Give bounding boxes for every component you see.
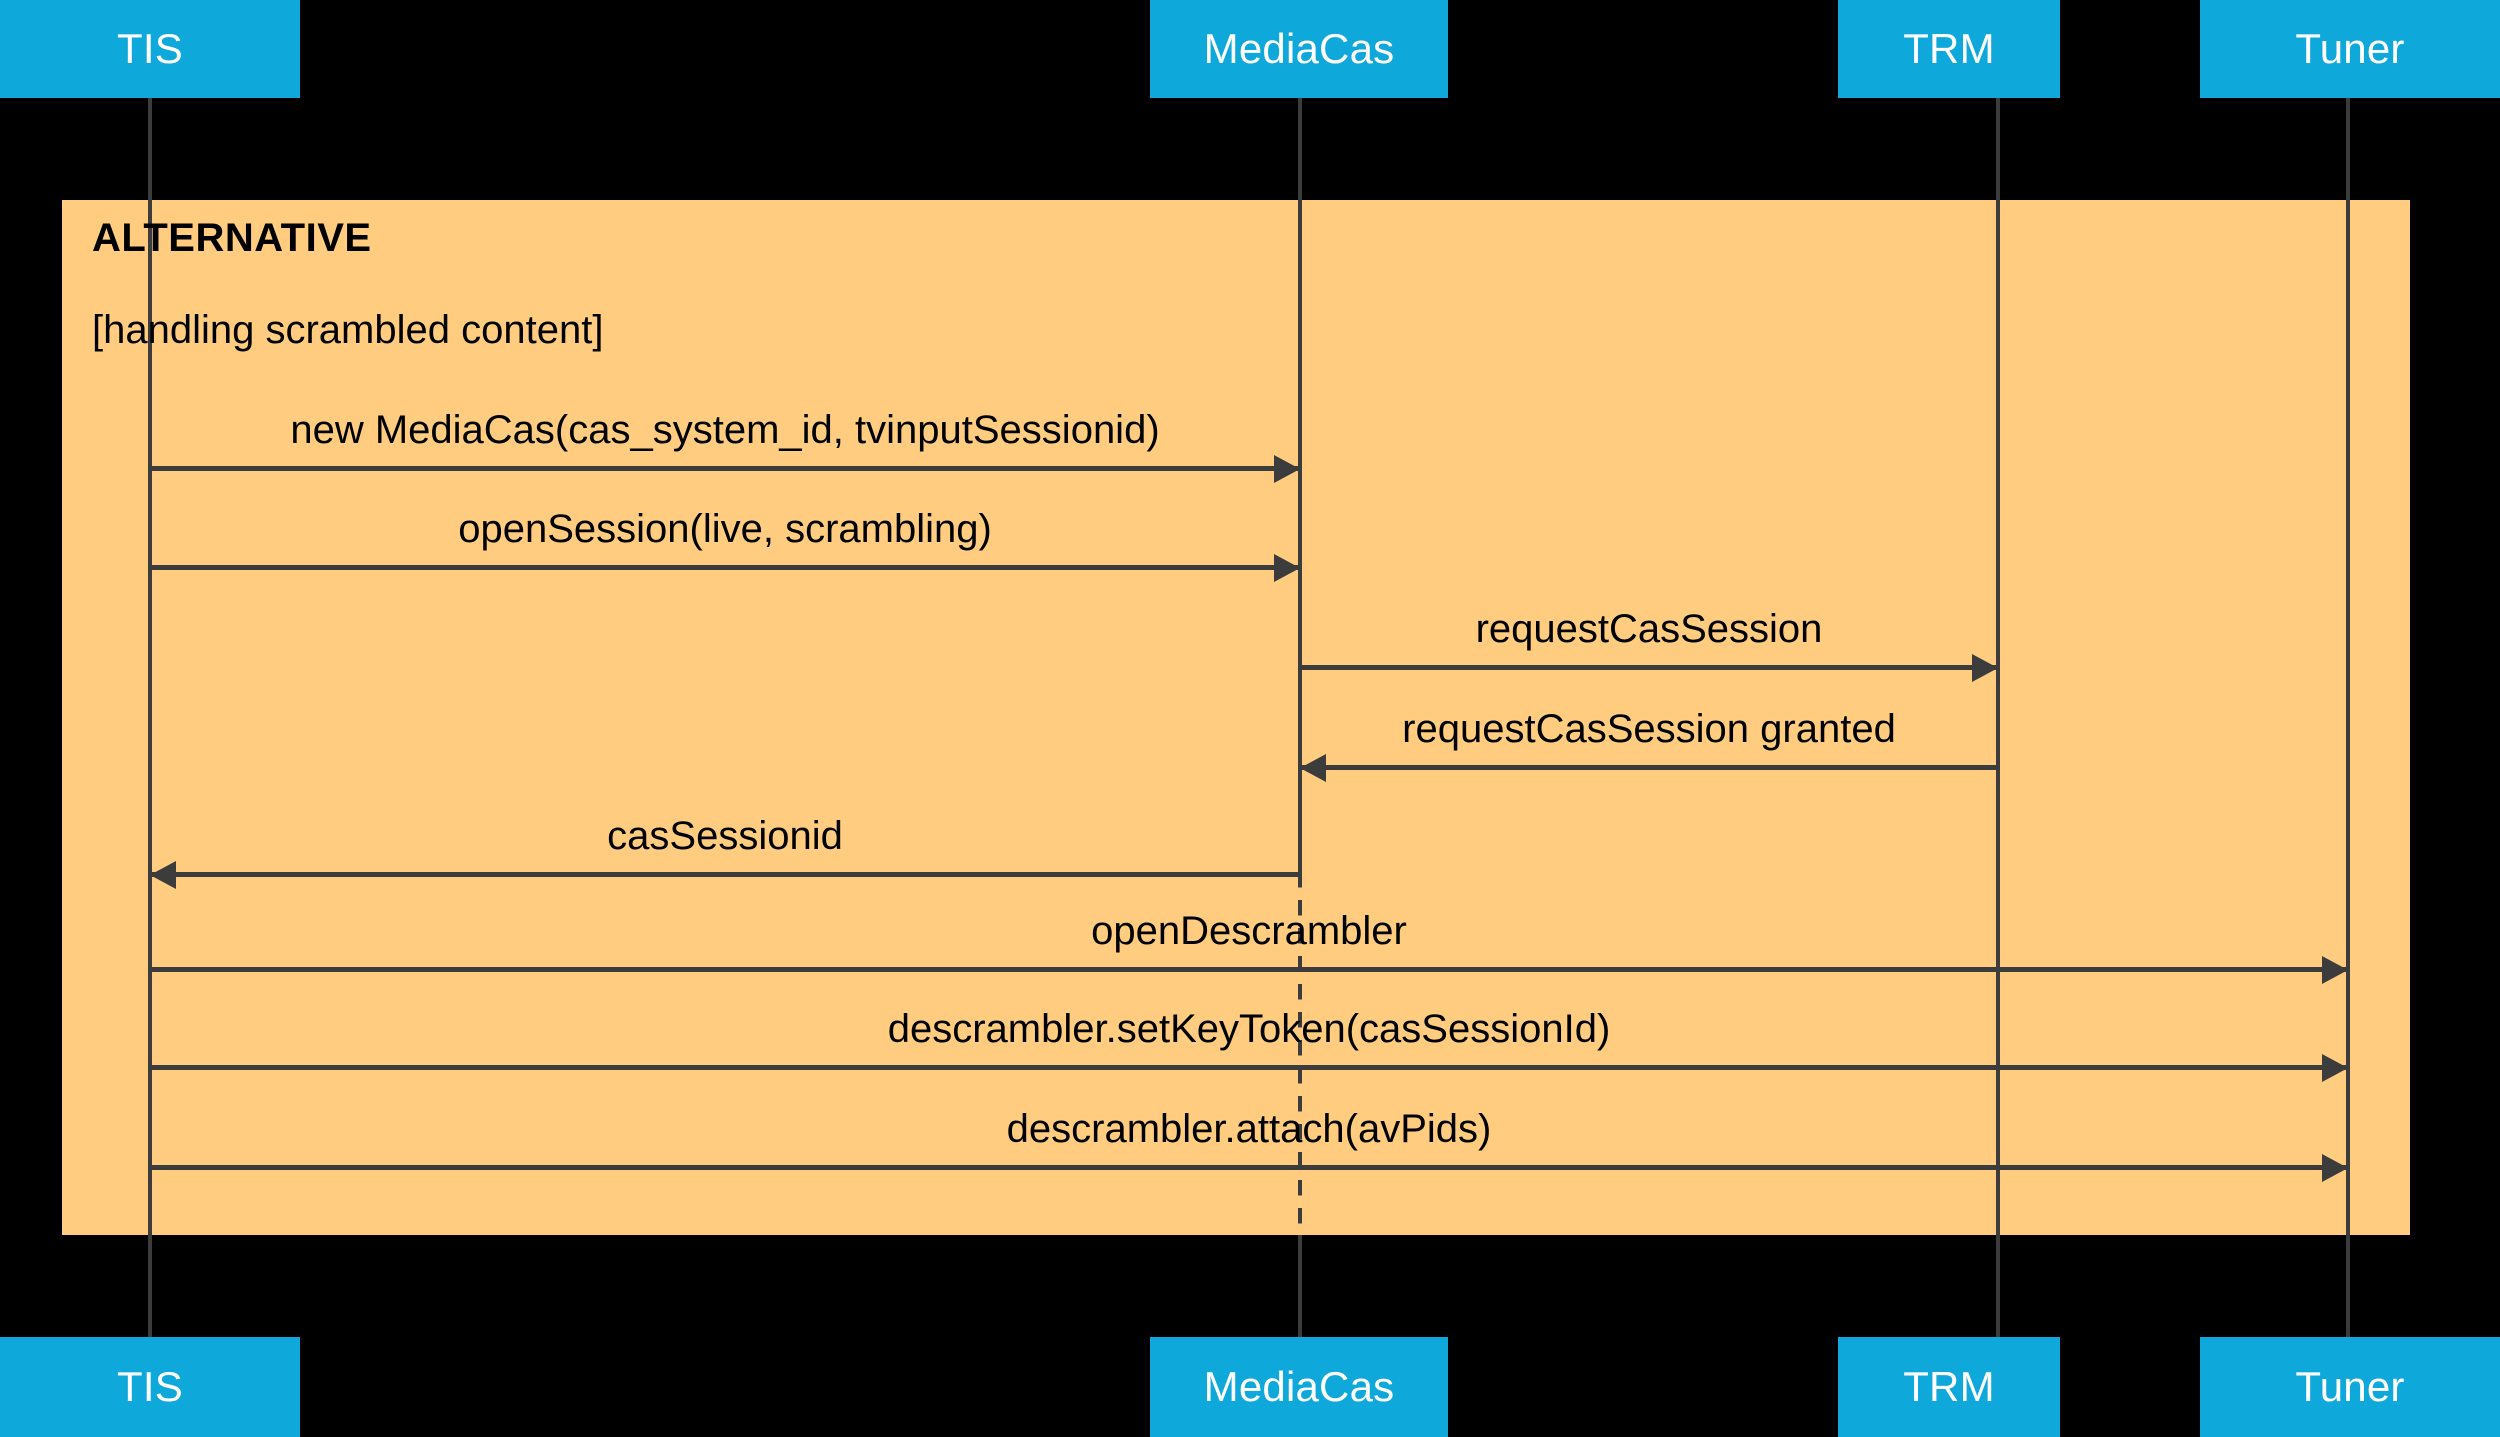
message-label-3: requestCasSession granted [1402, 707, 1896, 751]
message-label-6: descrambler.setKeyToken(casSessionId) [887, 1007, 1611, 1051]
participant-head-tis[interactable]: TIS [0, 0, 300, 98]
message-line-7 [150, 1165, 2348, 1170]
lifeline-mediacas-inside-dashed [1298, 872, 1302, 1235]
fragment-operator-label: ALTERNATIVE [92, 216, 372, 260]
fragment-guard-label: [handling scrambled content] [92, 308, 604, 352]
message-label-5: openDescrambler [1091, 909, 1407, 953]
message-label-7: descrambler.attach(avPids) [1006, 1107, 1492, 1151]
message-arrowhead-6 [2322, 1054, 2348, 1082]
lifeline-trm-inside [1996, 200, 2000, 1235]
combined-fragment-alt [62, 200, 2410, 1235]
lifeline-tis-below [148, 1235, 152, 1337]
message-line-1 [150, 565, 1300, 570]
lifeline-tuner-above [2346, 98, 2350, 200]
participant-label: Tuner [2295, 1363, 2405, 1410]
message-arrowhead-4 [150, 861, 176, 889]
lifeline-mediacas-below [1298, 1235, 1302, 1337]
lifeline-trm-above [1996, 98, 2000, 200]
message-line-4 [150, 872, 1300, 877]
lifeline-trm-below [1996, 1235, 2000, 1337]
message-line-0 [150, 466, 1300, 471]
message-label-0: new MediaCas(cas_system_id, tvinputSessi… [290, 408, 1160, 452]
participant-head-tuner[interactable]: Tuner [2200, 0, 2500, 98]
participant-foot-trm[interactable]: TRM [1838, 1337, 2060, 1437]
participant-label: TRM [1903, 1363, 1995, 1410]
message-arrowhead-3 [1300, 754, 1326, 782]
message-line-6 [150, 1065, 2348, 1070]
participant-label: TIS [117, 1363, 183, 1410]
participant-head-mediacas[interactable]: MediaCas [1150, 0, 1448, 98]
participant-label: Tuner [2295, 25, 2405, 72]
message-line-3 [1300, 765, 1998, 770]
message-label-4: casSessionid [607, 814, 843, 858]
message-label-1: openSession(live, scrambling) [458, 507, 992, 551]
participant-foot-tuner[interactable]: Tuner [2200, 1337, 2500, 1437]
participant-foot-mediacas[interactable]: MediaCas [1150, 1337, 1448, 1437]
message-line-2 [1300, 665, 1998, 670]
lifeline-tis-above [148, 98, 152, 200]
message-label-2: requestCasSession [1475, 607, 1823, 651]
participant-label: TRM [1903, 25, 1995, 72]
message-arrowhead-7 [2322, 1154, 2348, 1182]
lifeline-tis-inside [148, 200, 152, 1235]
participant-label: TIS [117, 25, 183, 72]
lifeline-tuner-below [2346, 1235, 2350, 1337]
message-arrowhead-2 [1972, 654, 1998, 682]
message-arrowhead-0 [1274, 455, 1300, 483]
participant-foot-tis[interactable]: TIS [0, 1337, 300, 1437]
message-line-5 [150, 967, 2348, 972]
participant-label: MediaCas [1203, 25, 1395, 72]
message-arrowhead-1 [1274, 554, 1300, 582]
lifeline-mediacas-above [1298, 98, 1302, 200]
participant-head-trm[interactable]: TRM [1838, 0, 2060, 98]
lifeline-mediacas-inside-solid [1298, 200, 1302, 872]
participant-label: MediaCas [1203, 1363, 1395, 1410]
message-arrowhead-5 [2322, 956, 2348, 984]
lifeline-tuner-inside [2346, 200, 2350, 1235]
